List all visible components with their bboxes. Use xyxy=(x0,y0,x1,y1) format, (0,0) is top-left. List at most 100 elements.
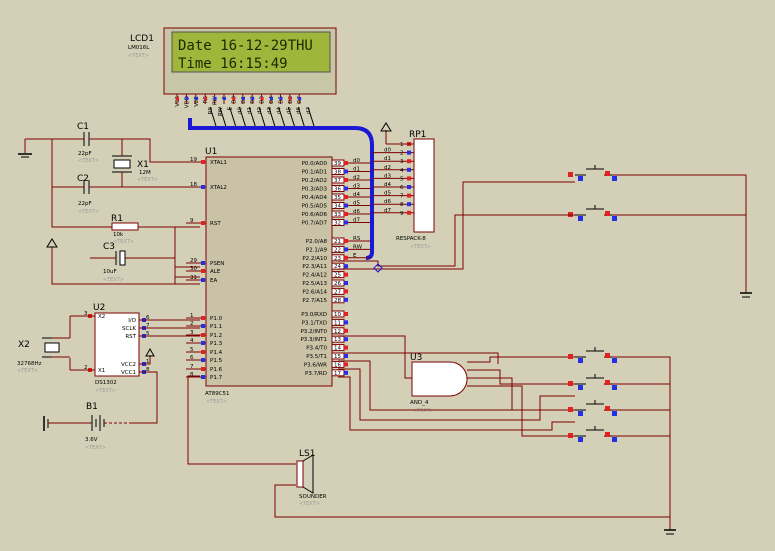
push-button[interactable] xyxy=(568,165,617,181)
b1-text-tag: <TEXT> xyxy=(85,445,106,451)
lcd-component[interactable]: LCD1 LM016L <TEXT> Date 16-12-29THU Time… xyxy=(128,27,337,108)
mcu-pin-name: P2.4/A12 xyxy=(302,273,327,279)
button-pin-dot xyxy=(605,380,610,385)
lcd-pin-dot xyxy=(185,97,189,100)
mcu-pin-dot xyxy=(344,178,348,182)
mcu-net-label: RW xyxy=(353,244,363,250)
lcd-pin-dot xyxy=(194,97,198,100)
c2-component[interactable]: C2 22pF <TEXT> xyxy=(77,174,99,215)
u3-component[interactable]: U3 AND_4 <TEXT> xyxy=(410,353,468,414)
mcu-pin-dot xyxy=(344,264,348,269)
r1-component[interactable]: R1 10k <TEXT> xyxy=(111,214,139,245)
mcu-pin-num: 5 xyxy=(190,347,194,353)
lcd-pin-dot xyxy=(279,97,283,100)
lcd-pin-dot xyxy=(251,97,255,100)
c1-component[interactable]: C1 22pF <TEXT> xyxy=(77,122,99,164)
mcu-net-label: d0 xyxy=(353,158,360,164)
bus-entry xyxy=(229,106,237,127)
mcu-text-tag: <TEXT> xyxy=(206,399,227,405)
mcu-pin-num: 35 xyxy=(334,195,341,201)
button-pin-dot xyxy=(612,385,617,390)
rp1-net-label: d5 xyxy=(384,191,391,197)
lcd-pin-label: RW xyxy=(213,95,219,105)
right-rails xyxy=(338,174,752,535)
mcu-net-label: E xyxy=(353,253,357,259)
mcu-pin-dot xyxy=(344,161,348,165)
x2-text-tag: <TEXT> xyxy=(17,368,38,374)
c2-text-tag: <TEXT> xyxy=(78,209,99,215)
c3-value: 10uF xyxy=(103,269,117,275)
ls1-component[interactable]: LS1 SOUNDER <TEXT> xyxy=(274,449,670,518)
rp1-pin-num: 3 xyxy=(400,159,404,165)
u2-pin-num: 1 xyxy=(146,359,150,365)
x1-ref: X1 xyxy=(137,160,149,170)
rp1-pin-dot xyxy=(407,193,411,198)
c3-ref: C3 xyxy=(103,242,115,252)
mcu-pin-name: P1.0 xyxy=(210,316,223,322)
mcu-ref: U1 xyxy=(205,147,217,157)
b1-component[interactable]: B1 3.6V <TEXT> xyxy=(43,402,130,451)
mcu-net-label: RS xyxy=(353,236,361,242)
mcu-pin-name: P1.5 xyxy=(210,358,223,364)
mcu-pin-dot xyxy=(201,269,205,273)
mcu-net-label: d6 xyxy=(353,209,360,215)
x2-value: 32768Hz xyxy=(17,361,42,367)
rp1-pin-num: 4 xyxy=(400,168,404,174)
mcu-pin-num: 38 xyxy=(334,170,341,176)
push-button[interactable] xyxy=(568,426,617,442)
mcu-pin-name: P3.2/INT0 xyxy=(300,329,327,335)
mcu-pin-dot xyxy=(201,185,205,189)
x1-text-tag: <TEXT> xyxy=(137,177,158,183)
push-button[interactable] xyxy=(568,400,617,416)
mcu-pin-dot xyxy=(344,247,348,252)
u2-wires xyxy=(69,315,200,424)
mcu-pin-name: P1.2 xyxy=(210,333,222,339)
rp1-pin-dot xyxy=(407,150,411,155)
bus-entry xyxy=(219,106,227,127)
bus-labels: RSRWEd0d1d2d3d4d5d6d7 xyxy=(208,106,315,127)
mcu-pin-name: P3.3/INT1 xyxy=(300,337,327,343)
rp1-pin-dot xyxy=(407,176,411,181)
mcu-pin-num: 15 xyxy=(334,354,341,360)
rp1-net-label: d4 xyxy=(384,182,391,188)
mcu-model: AT89C51 xyxy=(205,391,230,397)
u2-pin-name: X2 xyxy=(98,314,105,320)
rp1-pin-dot xyxy=(407,159,411,164)
rp1-pin-dot xyxy=(407,185,411,189)
button-pin-dot xyxy=(578,216,583,221)
mcu-pin-name: P2.3/A11 xyxy=(302,264,327,270)
mcu-pin-name: P3.1/TXD xyxy=(302,320,327,326)
button-pin-dot xyxy=(578,437,583,442)
mcu-pin-name: XTAL1 xyxy=(210,160,227,166)
push-button[interactable] xyxy=(568,374,617,390)
mcu-pin-name: P2.1/A9 xyxy=(306,247,328,253)
u2-pin-name: I/O xyxy=(128,318,136,324)
x2-component[interactable]: X2 32768Hz <TEXT> xyxy=(17,337,70,374)
mcu-pin-name: XTAL2 xyxy=(210,185,227,191)
mcu-pin-num: 11 xyxy=(334,320,341,326)
mcu-pin-name: P3.0/RXD xyxy=(301,312,327,318)
rp1-component[interactable]: RP1 RESPACK-8 <TEXT> 12d03d14d25d36d47d5… xyxy=(372,130,435,250)
c2-ref: C2 xyxy=(77,174,89,184)
c3-component[interactable]: C3 10uF <TEXT> xyxy=(103,242,126,283)
push-button[interactable] xyxy=(568,205,617,221)
rp1-net-label: d7 xyxy=(384,208,391,214)
mcu-pin-num: 22 xyxy=(334,247,341,253)
push-button[interactable] xyxy=(568,347,617,363)
mcu-pin-name: RST xyxy=(210,221,221,227)
r1-text-tag: <TEXT> xyxy=(113,239,134,245)
mcu-pin-name: P0.2/AD2 xyxy=(302,178,327,184)
mcu-pin-num: 13 xyxy=(334,337,341,343)
lcd-pin-label: VSS xyxy=(175,95,181,106)
x1-component[interactable]: X1 12M <TEXT> xyxy=(112,155,158,183)
mcu-pin-name: P0.5/AD5 xyxy=(302,204,328,210)
mcu-pin-name: P1.7 xyxy=(210,375,223,381)
u2-text-tag: <TEXT> xyxy=(95,388,116,394)
c2-value: 22pF xyxy=(78,201,92,207)
mcu-pin-name: P2.2/A10 xyxy=(302,256,327,262)
u2-pin-name: VCC1 xyxy=(121,370,136,376)
u2-pin-name: RST xyxy=(125,334,136,340)
